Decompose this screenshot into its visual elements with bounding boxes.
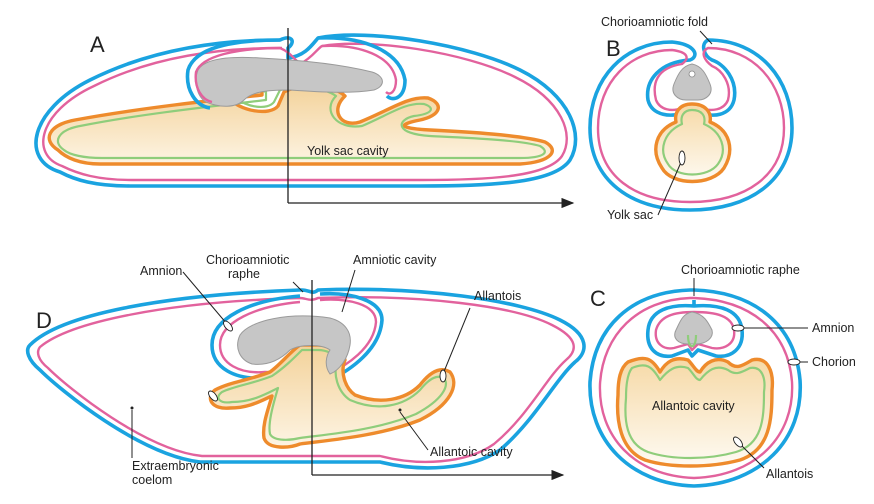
panel-c-amnion: [646, 300, 744, 358]
panel-c: C Chorioamniotic raphe Amnion Chorion Al…: [588, 263, 856, 488]
label-chorioamniotic-raphe-d-1: Chorioamniotic: [206, 253, 289, 267]
panel-a-mesoderm: [42, 42, 568, 182]
panel-b-letter: B: [606, 36, 621, 61]
label-amnion-d: Amnion: [140, 264, 182, 278]
label-chorioamniotic-raphe-d-2: raphe: [228, 267, 260, 281]
panel-b-embryo: [672, 63, 712, 101]
panel-a-embryo: [195, 56, 383, 107]
label-chorion: Chorion: [812, 355, 856, 369]
label-allantoic-cavity-d: Allantoic cavity: [430, 445, 513, 459]
label-chorioamniotic-raphe: Chorioamniotic raphe: [681, 263, 800, 277]
panel-c-mesoderm: [598, 296, 794, 480]
panel-c-embryo: [674, 311, 713, 345]
panel-b-yolk-sac: [654, 102, 732, 184]
panel-c-chorion: [588, 288, 802, 488]
label-yolk-sac: Yolk sac: [607, 208, 653, 222]
panel-a-letter: A: [90, 32, 105, 57]
panel-b-mesoderm: [596, 46, 786, 204]
label-allantois-d: Allantois: [474, 289, 521, 303]
panel-b: B Chorioamniotic fold Yolk sac: [588, 15, 794, 222]
panel-c-letter: C: [590, 286, 606, 311]
panel-d-embryo: [237, 315, 351, 375]
panel-a-chorion: [34, 33, 578, 188]
label-yolk-sac-cavity: Yolk sac cavity: [307, 144, 389, 158]
label-chorioamniotic-fold: Chorioamniotic fold: [601, 15, 708, 29]
label-extraembryonic-1: Extraembryonic: [132, 459, 219, 473]
panel-d: D Amnion Chorioamniotic raphe Amniotic c…: [25, 253, 586, 487]
label-extraembryonic-2: coelom: [132, 473, 172, 487]
panel-d-mesoderm: [36, 296, 575, 464]
panel-d-letter: D: [36, 308, 52, 333]
panel-a: A Yolk sac cavity: [34, 28, 578, 209]
label-amnion-c: Amnion: [812, 321, 854, 335]
panel-b-chorion: [588, 38, 794, 212]
label-allantoic-cavity-c: Allantoic cavity: [652, 399, 735, 413]
panel-d-chorion: [25, 287, 586, 470]
label-amniotic-cavity: Amniotic cavity: [353, 253, 437, 267]
label-allantois-c: Allantois: [766, 467, 813, 481]
panel-a-yolk-sac: [47, 83, 554, 166]
